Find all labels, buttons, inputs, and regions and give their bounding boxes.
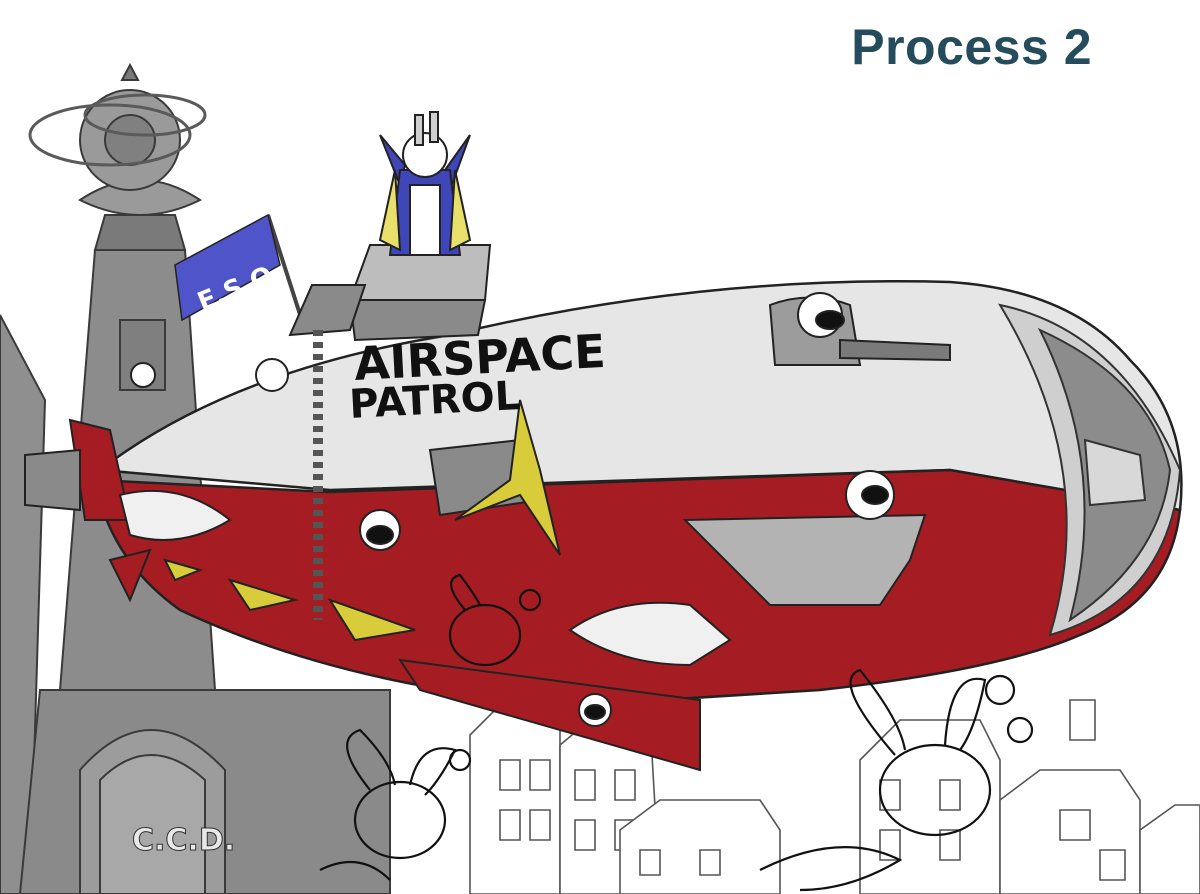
eso-flag	[174, 213, 307, 331]
building-sign: C.C.D.	[132, 823, 235, 858]
ship-title-line2: PATROL	[348, 373, 521, 428]
page-heading: Process 2	[851, 19, 1092, 75]
town-sketch	[469, 699, 1200, 894]
robot-crew	[130, 292, 895, 727]
character-figure	[378, 111, 472, 256]
rabbit-sketches	[319, 573, 1034, 892]
ship-title-line1: AIRSPACE	[353, 324, 607, 391]
